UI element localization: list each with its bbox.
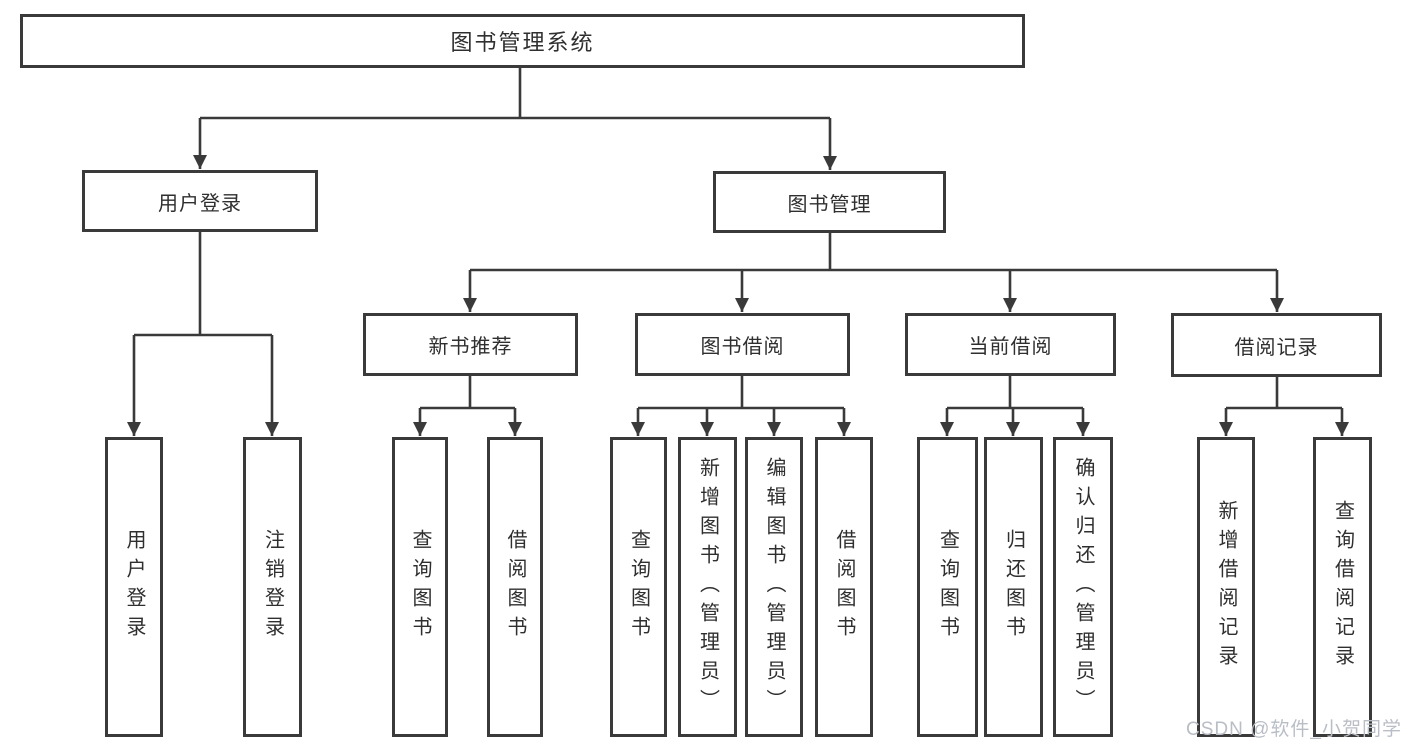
- leaf-borrow-books-2: 借阅图书: [815, 437, 873, 737]
- leaf-logout: 注销登录: [243, 437, 302, 737]
- leaf-borrow-books-1: 借阅图书: [487, 437, 543, 737]
- connector-new-book-rec: [420, 376, 515, 410]
- leaf-query-books-2: 查询图书: [610, 437, 667, 737]
- leaf-query-books-1: 查询图书: [392, 437, 448, 737]
- leaf-return-books: 归还图书: [984, 437, 1043, 737]
- connector-book-management: [470, 233, 1277, 272]
- node-user-login: 用户登录: [82, 170, 318, 232]
- connector-current-borrow: [947, 376, 1083, 410]
- leaf-query-borrow-record: 查询借阅记录: [1313, 437, 1372, 737]
- leaf-add-books-admin: 新增图书（管理员）: [678, 437, 737, 737]
- leaf-add-borrow-record: 新增借阅记录: [1197, 437, 1255, 737]
- leaf-confirm-return-admin: 确认归还（管理员）: [1053, 437, 1113, 737]
- node-root: 图书管理系统: [20, 14, 1025, 68]
- leaf-edit-books-admin: 编辑图书（管理员）: [745, 437, 803, 737]
- connector-root: [200, 68, 830, 120]
- connector-borrow-records: [1226, 377, 1342, 410]
- node-new-book-recommendation: 新书推荐: [363, 313, 578, 376]
- node-book-management: 图书管理: [713, 171, 946, 233]
- connector-book-borrow: [638, 376, 844, 410]
- node-borrowing-records: 借阅记录: [1171, 313, 1382, 377]
- leaf-query-books-3: 查询图书: [917, 437, 978, 737]
- node-current-borrowing: 当前借阅: [905, 313, 1116, 376]
- leaf-user-login: 用户登录: [105, 437, 163, 737]
- node-book-borrowing: 图书借阅: [635, 313, 850, 376]
- csdn-watermark: CSDN @软件_小贺同学: [1186, 719, 1402, 740]
- connector-user-login: [134, 232, 272, 337]
